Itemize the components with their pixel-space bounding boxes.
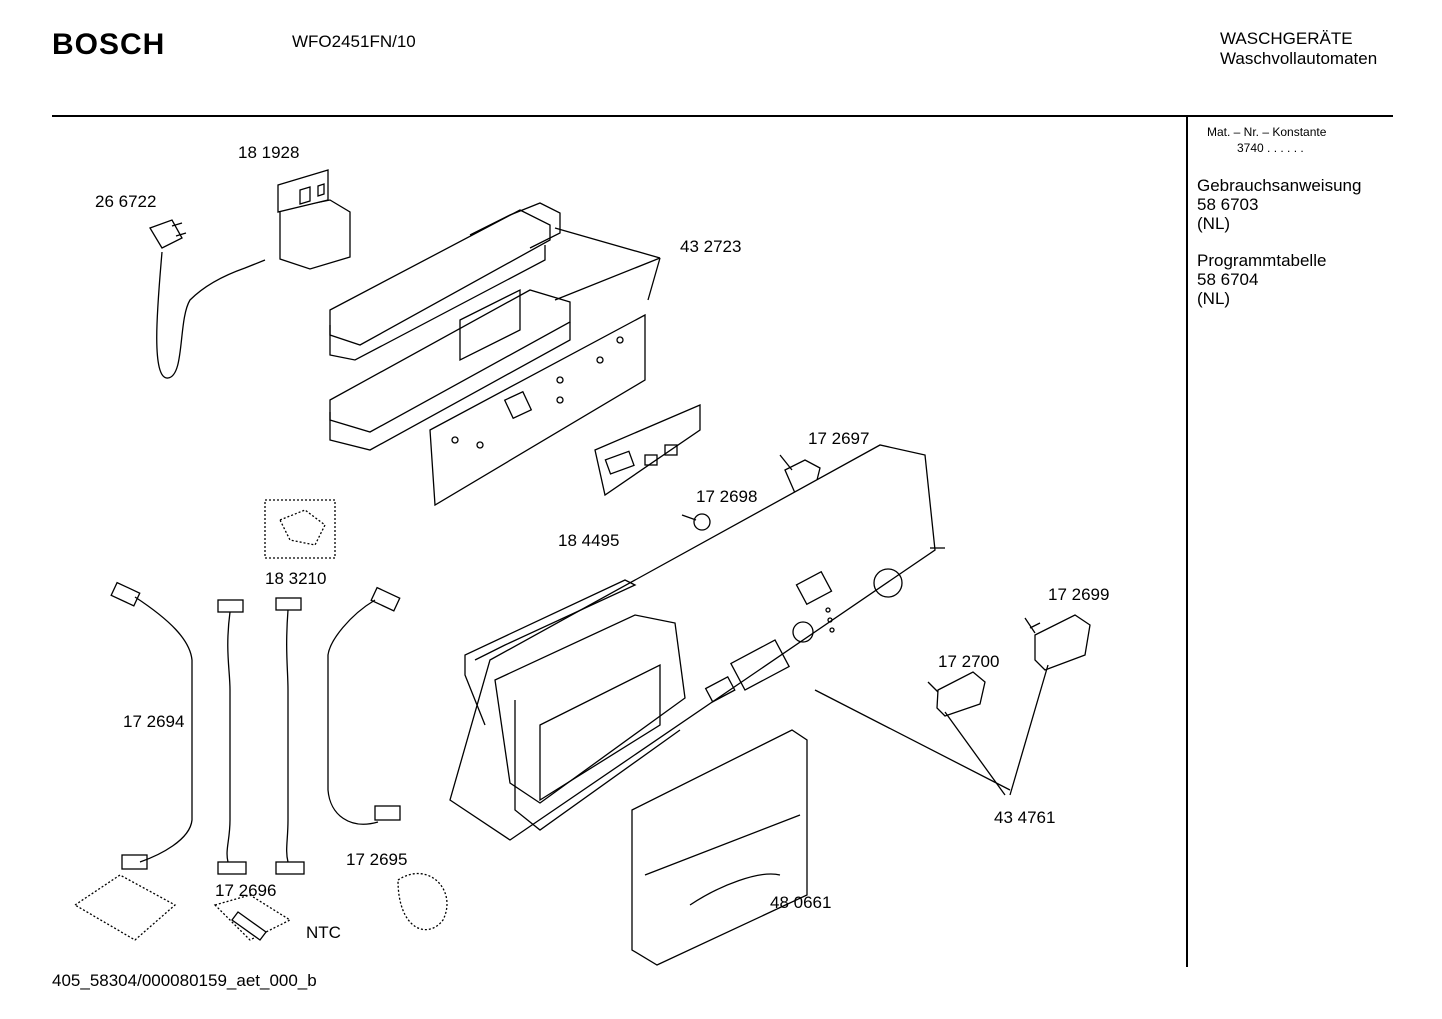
- part-label-183210: 18 3210: [265, 569, 327, 588]
- fascia-panel-drawing: [449, 444, 1011, 841]
- sidebar-divider: [1186, 116, 1188, 967]
- doc-manual: Gebrauchsanweisung 58 6703 (NL): [1197, 176, 1361, 233]
- cable-harness-drawing: [110, 581, 401, 875]
- matnr-label: Mat. – Nr. – Konstante: [1207, 125, 1327, 139]
- dispenser-door-drawing: [631, 729, 808, 966]
- knob-drawing: [927, 614, 1091, 796]
- doc-manual-lang: (NL): [1197, 214, 1231, 233]
- spindle-small-drawing: [681, 513, 711, 531]
- display-board-drawing: [594, 404, 701, 497]
- sensor-drawing: [264, 499, 336, 559]
- part-label-172697: 17 2697: [808, 429, 870, 448]
- part-label-480661: 48 0661: [770, 893, 832, 912]
- doc-program-table-lang: (NL): [1197, 289, 1231, 308]
- part-label-172699: 17 2699: [1048, 585, 1110, 604]
- matnr-value: 3740 . . . . . .: [1237, 141, 1304, 155]
- doc-manual-title: Gebrauchsanweisung: [1197, 176, 1362, 195]
- brand-logo: BOSCH: [52, 28, 166, 61]
- model-number: WFO2451FN/10: [292, 32, 416, 51]
- category-subtitle: Waschvollautomaten: [1220, 49, 1378, 68]
- part-label-184495: 18 4495: [558, 531, 620, 550]
- part-label-172696: 17 2696: [215, 881, 277, 900]
- header-divider: [52, 115, 1393, 117]
- doc-program-table-number: 58 6704: [1197, 270, 1259, 289]
- part-label-172700: 17 2700: [938, 652, 1000, 671]
- part-label-432723: 43 2723: [680, 237, 742, 256]
- doc-program-table: Programmtabelle 58 6704 (NL): [1197, 251, 1326, 308]
- part-label-172698: 17 2698: [696, 487, 758, 506]
- document-code: 405_58304/000080159_aet_000_b: [52, 971, 317, 990]
- ntc-sensor-drawing: [213, 894, 292, 941]
- part-label-181928: 18 1928: [238, 143, 300, 162]
- module-housing-drawing: [329, 202, 661, 451]
- pump-drawing: [73, 873, 448, 941]
- part-label-172695: 17 2695: [346, 850, 408, 869]
- circuit-board-drawing: [429, 313, 646, 507]
- power-cord-drawing: [149, 219, 266, 379]
- part-label-266722: 26 6722: [95, 192, 157, 211]
- category-title: WASCHGERÄTE: [1220, 29, 1353, 48]
- capacitor-drawing: [277, 169, 351, 270]
- part-label-434761: 43 4761: [994, 808, 1056, 827]
- doc-manual-number: 58 6703: [1197, 195, 1259, 214]
- doc-program-table-title: Programmtabelle: [1197, 251, 1327, 270]
- part-label-172694: 17 2694: [123, 712, 185, 731]
- part-label-ntc: NTC: [306, 923, 341, 942]
